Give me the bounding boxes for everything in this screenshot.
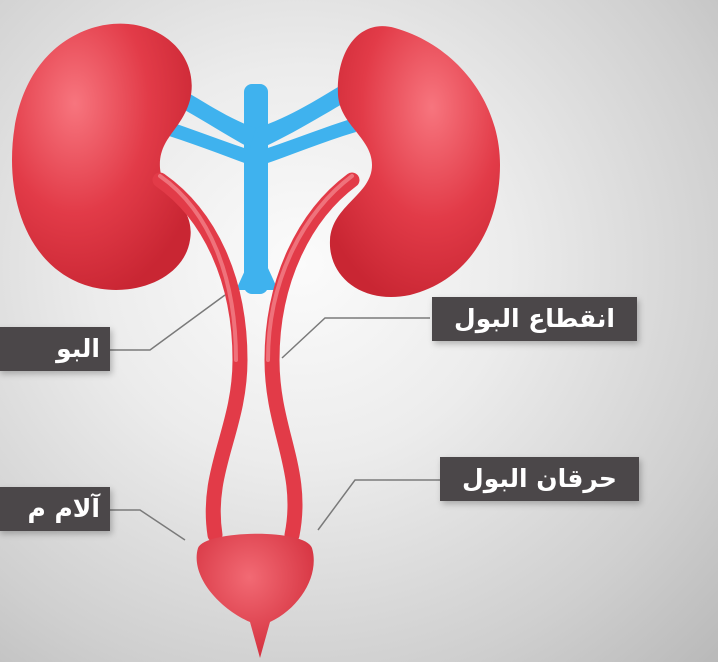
blood-vessels [156, 80, 356, 294]
right-kidney [330, 26, 500, 297]
label-urine-interruption: انقطاع البول [432, 297, 637, 341]
bladder [197, 534, 314, 658]
label-left-bottom-partial: آلام م [0, 487, 110, 531]
label-left-top-partial: البو [0, 327, 110, 371]
label-burning-urination: حرقان البول [440, 457, 639, 501]
left-kidney [12, 24, 192, 290]
